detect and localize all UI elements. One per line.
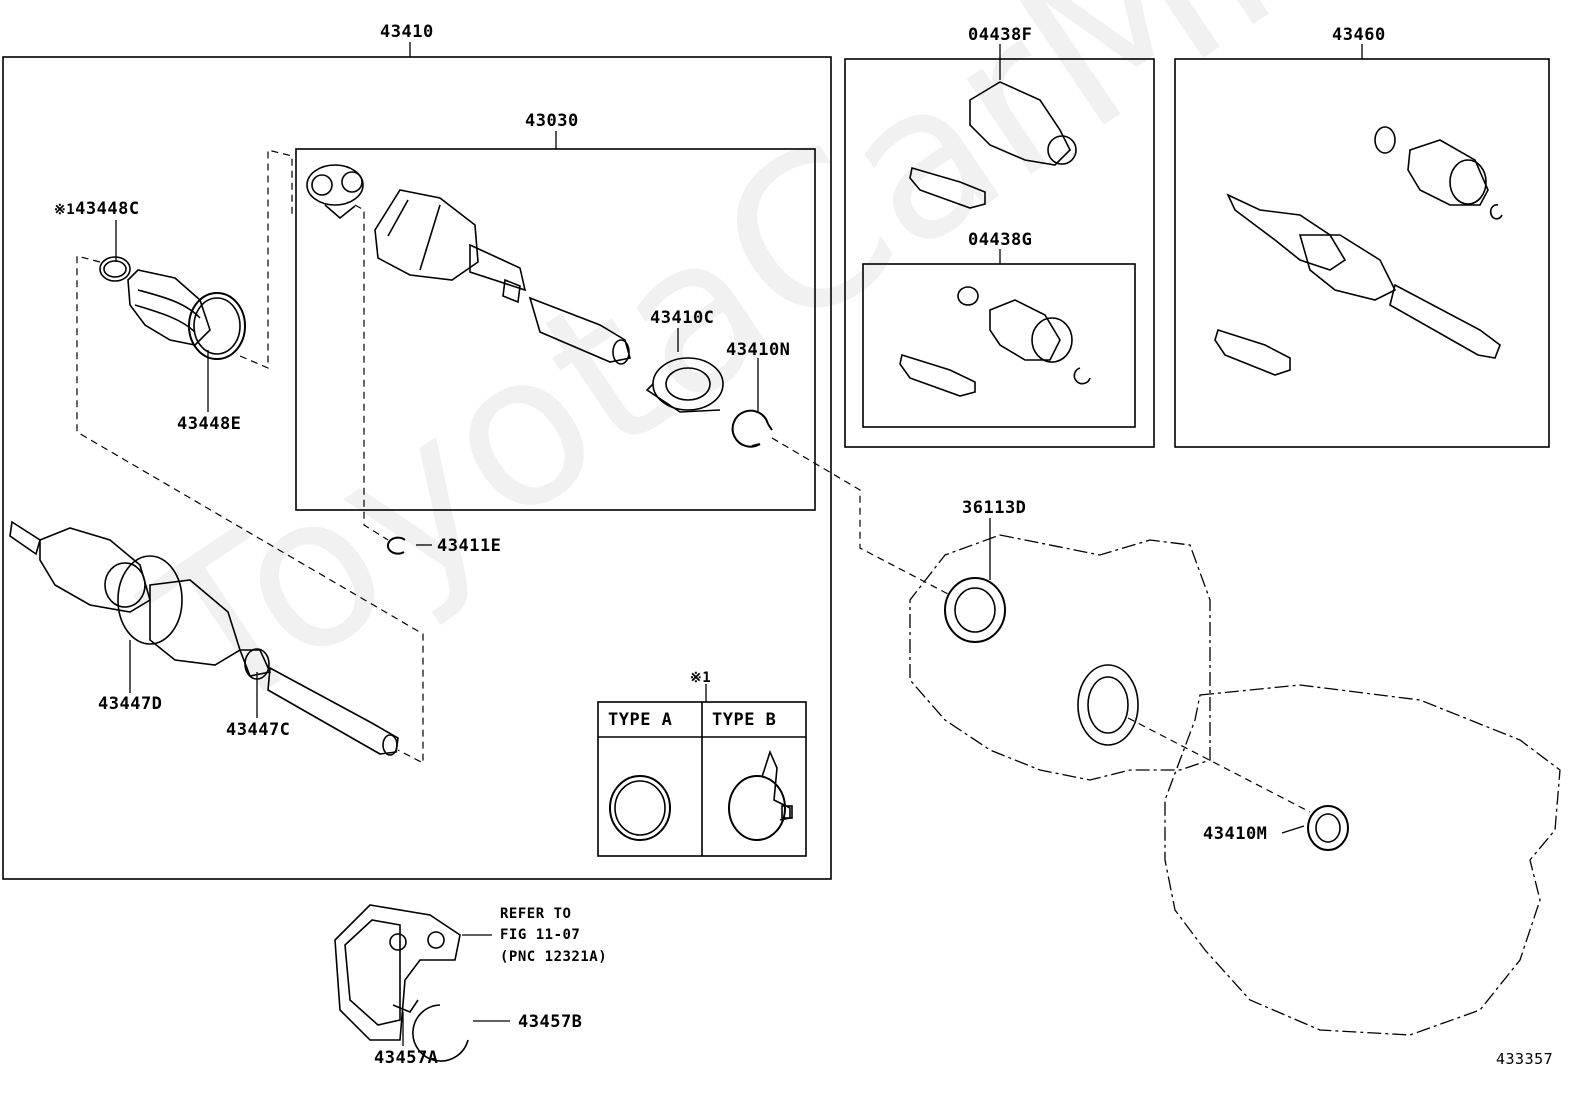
- refer-note-line3: (PNC 12321A): [500, 949, 608, 965]
- bearing-43410C: [645, 357, 724, 413]
- label-43030: 43030: [525, 111, 579, 131]
- label-43448C-mark: ※143448C: [54, 201, 140, 218]
- box-43410: [2, 56, 832, 880]
- label-43410: 43410: [380, 22, 434, 42]
- drive-shaft-43460: [1214, 126, 1503, 376]
- refer-note-line1: REFER TO: [500, 906, 572, 922]
- clamp-type-table: [597, 701, 807, 857]
- label-43411E: 43411E: [437, 536, 502, 556]
- label-43448C-mark-symbol: ※1: [54, 202, 76, 218]
- label-43447C: 43447C: [226, 720, 291, 740]
- drive-shaft-43447D: [9, 520, 399, 756]
- box-04438G: [862, 263, 1136, 428]
- clip-43411E: [386, 536, 406, 555]
- clamp-table-mark: ※1: [690, 670, 712, 686]
- box-43460: [1174, 58, 1550, 448]
- inner-boot-kit: [99, 256, 246, 360]
- label-43410N: 43410N: [726, 340, 791, 360]
- label-43457A: 43457A: [374, 1048, 439, 1068]
- oil-seal-36113D: [944, 577, 1006, 643]
- label-04438G: 04438G: [968, 230, 1033, 250]
- label-36113D: 36113D: [962, 498, 1027, 518]
- dashed-guides: [76, 149, 1311, 813]
- label-43448E: 43448E: [177, 414, 242, 434]
- center-bearing-bracket: [334, 904, 469, 1062]
- clamp-type-a-label: TYPE A: [608, 710, 673, 730]
- bearing-43410M: [1307, 805, 1349, 851]
- label-43410C: 43410C: [650, 308, 715, 328]
- box-43030: [295, 148, 816, 511]
- label-04438F: 04438F: [968, 25, 1033, 45]
- clamp-type-b-label: TYPE B: [712, 710, 777, 730]
- label-43457B: 43457B: [518, 1012, 583, 1032]
- label-43447D: 43447D: [98, 694, 163, 714]
- label-43448C: 43448C: [75, 199, 140, 219]
- refer-note-line2: FIG 11-07: [500, 927, 581, 943]
- figure-number: 433357: [1496, 1050, 1554, 1068]
- boot-kit-04438G: [899, 286, 1091, 397]
- case-opening: [1077, 664, 1139, 746]
- label-43460: 43460: [1332, 25, 1386, 45]
- boot-kit-04438F: [909, 81, 1077, 209]
- inner-joint-shaft: [306, 164, 632, 365]
- snap-ring-43410N: [731, 409, 773, 448]
- label-43410M: 43410M: [1203, 824, 1268, 844]
- transaxle-case: [909, 534, 1561, 1036]
